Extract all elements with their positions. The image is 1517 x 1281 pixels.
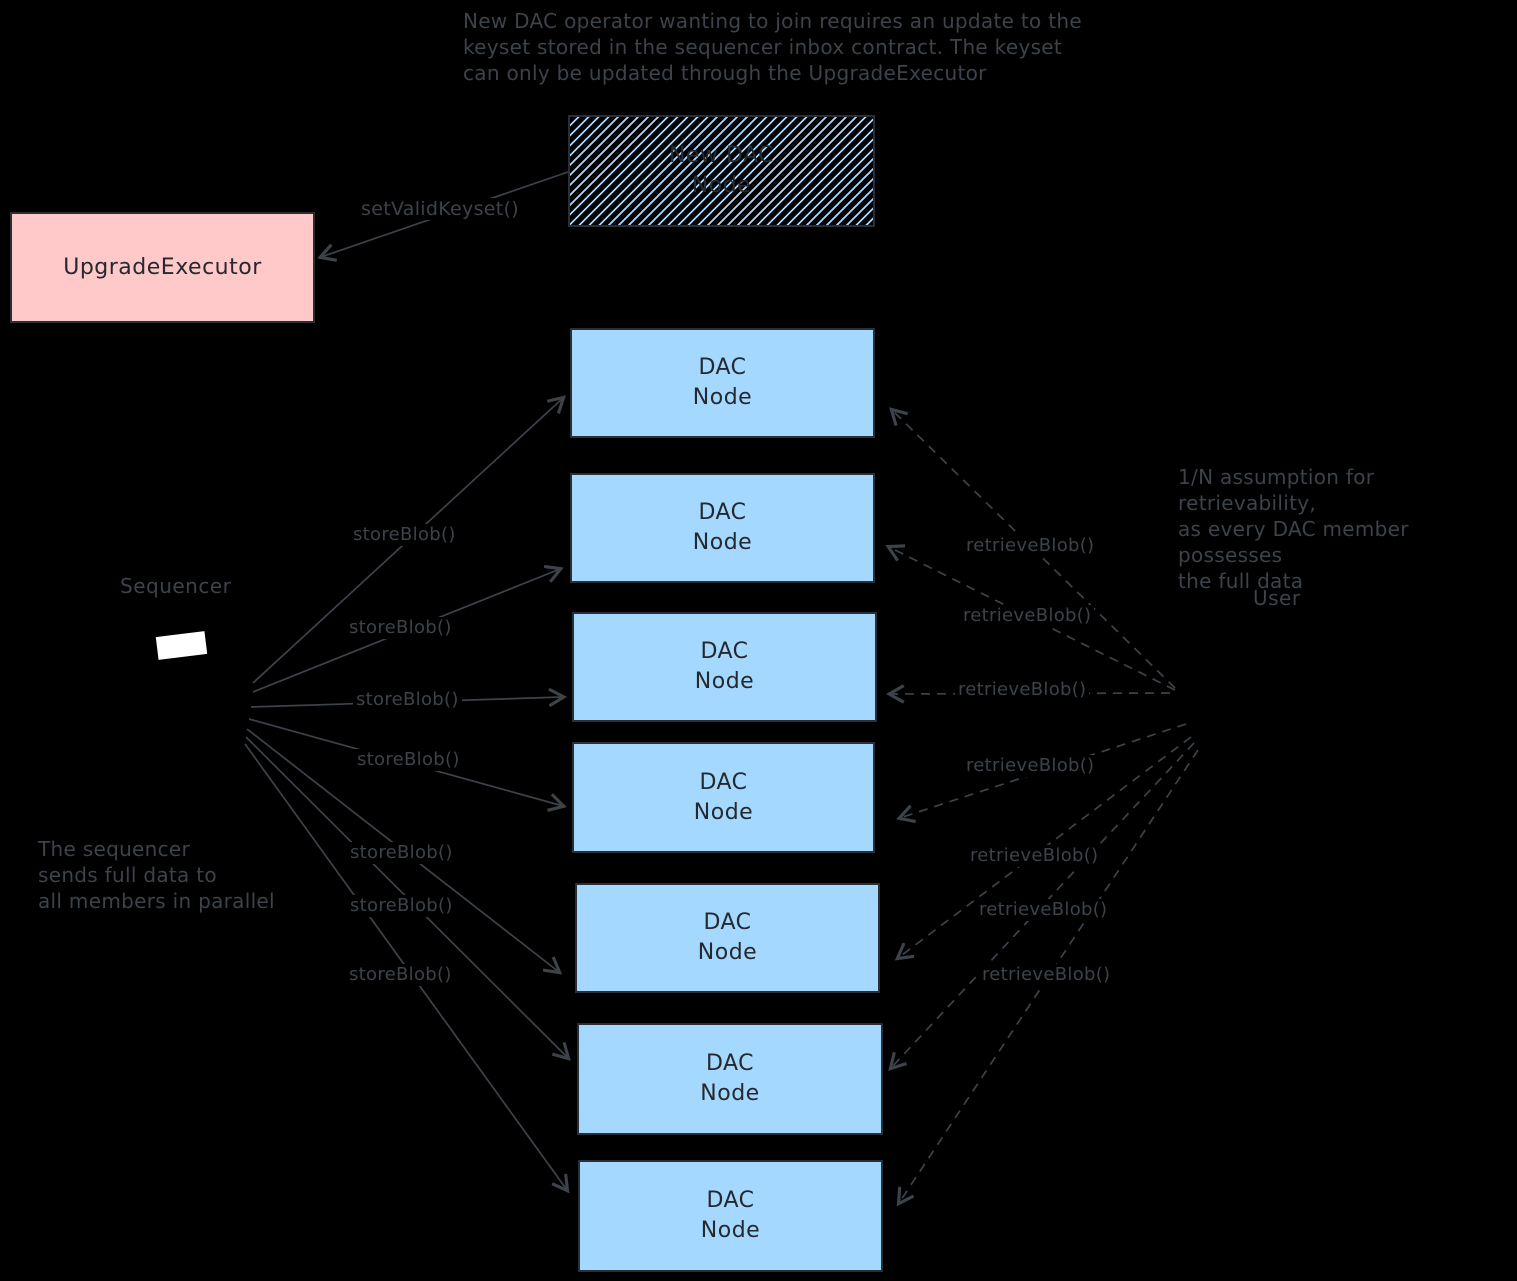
dac-node-box-5: DAC Node xyxy=(575,883,880,993)
retrieve-blob-label-1: retrieveBlob() xyxy=(963,535,1098,557)
top-note: New DAC operator wanting to join require… xyxy=(463,9,1082,85)
retrieve-blob-arrow-7 xyxy=(896,749,1199,1207)
sequencer-label: Sequencer xyxy=(120,574,232,598)
left-note: The sequencer sends full data to all mem… xyxy=(38,837,275,913)
dac-node-box-7: DAC Node xyxy=(578,1160,883,1272)
retrieve-blob-label-2: retrieveBlob() xyxy=(960,605,1095,627)
retrieve-blob-label-3: retrieveBlob() xyxy=(955,679,1090,701)
user-label: User xyxy=(1253,586,1301,610)
upgrade-executor-box: UpgradeExecutor xyxy=(10,212,315,323)
retrieve-blob-label-4: retrieveBlob() xyxy=(963,755,1098,777)
store-blob-label-1: storeBlob() xyxy=(350,524,459,546)
new-dac-node-box: New DAC Node xyxy=(568,115,875,227)
dac-node-box-1: DAC Node xyxy=(570,328,875,438)
retrieve-blob-label-5: retrieveBlob() xyxy=(967,845,1102,867)
store-blob-label-4: storeBlob() xyxy=(354,749,463,771)
set-valid-keyset-label: setValidKeyset() xyxy=(358,198,522,220)
retrieve-blob-arrow-6 xyxy=(888,742,1195,1072)
store-blob-label-5: storeBlob() xyxy=(347,842,456,864)
dac-node-box-3: DAC Node xyxy=(572,612,877,722)
dac-node-box-6: DAC Node xyxy=(577,1023,883,1135)
store-blob-label-6: storeBlob() xyxy=(347,895,456,917)
store-blob-label-2: storeBlob() xyxy=(346,617,455,639)
retrieve-blob-label-6: retrieveBlob() xyxy=(976,899,1111,921)
retrieve-blob-label-7: retrieveBlob() xyxy=(979,964,1114,986)
store-blob-label-3: storeBlob() xyxy=(353,689,462,711)
retrieve-blob-arrow-2 xyxy=(885,544,1176,691)
store-blob-label-7: storeBlob() xyxy=(346,964,455,986)
right-note: 1/N assumption for retrievability, as ev… xyxy=(1178,465,1409,593)
dac-node-box-4: DAC Node xyxy=(572,742,875,853)
dac-node-box-2: DAC Node xyxy=(570,473,875,583)
